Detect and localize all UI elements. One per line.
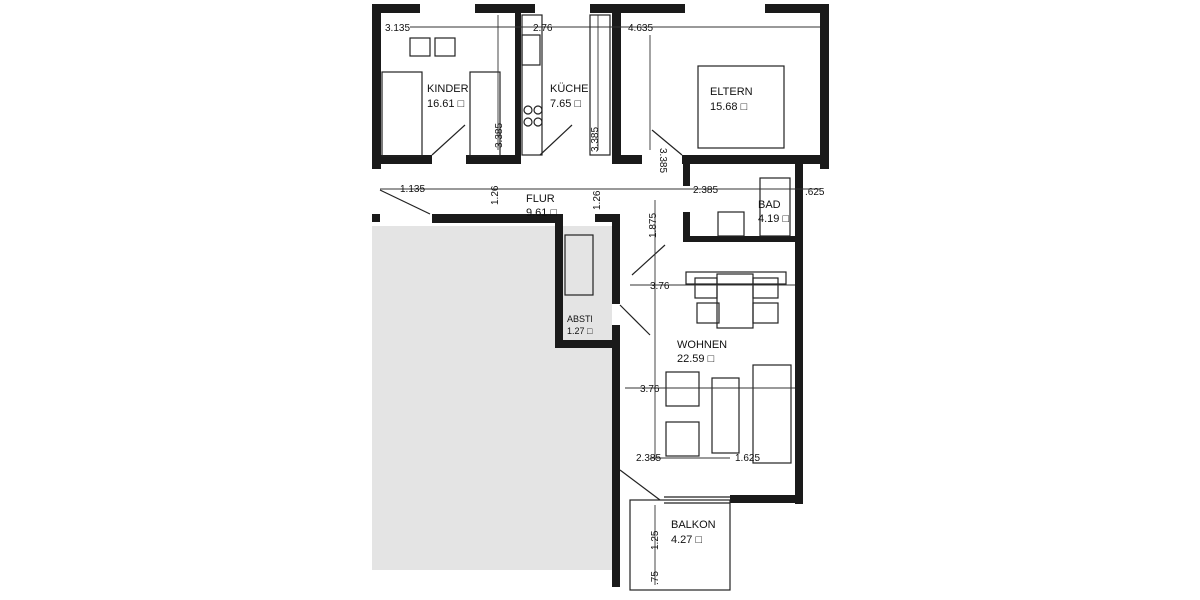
dimension-lines bbox=[380, 15, 820, 585]
fixtures bbox=[379, 14, 792, 591]
dim-label: 3.385 bbox=[494, 123, 505, 148]
dim-label: 2.76 bbox=[533, 23, 553, 34]
dim-label: 1.875 bbox=[648, 213, 659, 238]
room-bad-name: BAD bbox=[758, 199, 781, 211]
dim-label: 4.635 bbox=[628, 23, 653, 34]
dim-label: 1.625 bbox=[735, 453, 760, 464]
room-kueche-name: KÜCHE bbox=[550, 83, 589, 95]
dim-label: 3.385 bbox=[657, 148, 668, 173]
dim-label: .75 bbox=[650, 571, 661, 585]
walls bbox=[372, 4, 829, 587]
room-flur-area: 9.61 □ bbox=[526, 207, 557, 219]
dim-label: 1.25 bbox=[650, 530, 661, 550]
room-abstell-name: ABSTl bbox=[567, 314, 593, 324]
room-balkon-area: 4.27 □ bbox=[671, 534, 702, 546]
room-labels: KINDER 16.61 □ KÜCHE 7.65 □ ELTERN 15.68… bbox=[427, 83, 789, 546]
dim-label: 3.76 bbox=[650, 281, 670, 292]
dim-label: 3.135 bbox=[385, 23, 410, 34]
blank-area bbox=[372, 226, 612, 570]
room-wohnen-area: 22.59 □ bbox=[677, 353, 715, 365]
room-eltern-area: 15.68 □ bbox=[710, 101, 748, 113]
dimension-labels: 3.135 2.76 4.635 3.385 3.385 3.385 1.135… bbox=[385, 23, 825, 585]
room-kueche-area: 7.65 □ bbox=[550, 98, 581, 110]
room-eltern-name: ELTERN bbox=[710, 86, 753, 98]
room-kinder-name: KINDER bbox=[427, 83, 469, 95]
dim-label: .625 bbox=[805, 187, 825, 198]
room-balkon-name: BALKON bbox=[671, 519, 716, 531]
room-kinder-area: 16.61 □ bbox=[427, 98, 465, 110]
dim-label: 1.26 bbox=[490, 185, 501, 205]
dim-label: 1.135 bbox=[400, 184, 425, 195]
dim-label: 2.385 bbox=[693, 185, 718, 196]
dim-label: 3.76 bbox=[640, 384, 660, 395]
room-bad-area: 4.19 □ bbox=[758, 213, 789, 225]
dim-label: 2.385 bbox=[636, 453, 661, 464]
room-abstell-area: 1.27 □ bbox=[567, 326, 593, 336]
room-flur-name: FLUR bbox=[526, 193, 555, 205]
room-wohnen-name: WOHNEN bbox=[677, 339, 727, 351]
dim-label: 3.385 bbox=[590, 127, 601, 152]
dim-label: 1.26 bbox=[592, 190, 603, 210]
